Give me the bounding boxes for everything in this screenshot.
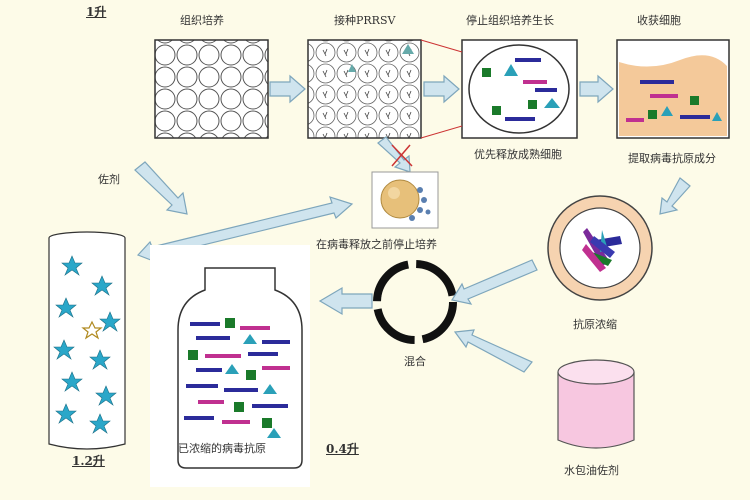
step2-label: 接种PRRSV xyxy=(334,14,396,27)
antigen-square xyxy=(482,68,491,77)
mix-label: 混合 xyxy=(404,355,426,368)
arrow-left-icon xyxy=(318,286,373,316)
concentrated-antigen-label: 已浓缩的病毒抗原 xyxy=(178,442,266,455)
emulsion-adjuvant-label: 水包油佐剂 xyxy=(564,464,619,477)
emulsion-cylinder xyxy=(557,359,635,449)
arrow-left-icon xyxy=(453,329,533,373)
adjuvant-tube xyxy=(48,231,126,450)
step4-label: 收获细胞 xyxy=(637,14,681,27)
adjuvant-star-outline-icon xyxy=(81,320,103,340)
top-volume-label: 1升 xyxy=(86,5,107,19)
step3-label: 停止组织培养生长 xyxy=(466,14,554,27)
step1-label: 组织培养 xyxy=(180,14,224,27)
virus-triangle-icon xyxy=(348,64,356,72)
bottle-volume-label: 0.4升 xyxy=(326,442,359,456)
tissue-culture-panel xyxy=(154,39,269,139)
arrow-right-icon xyxy=(269,74,306,104)
concentrate-label: 抗原浓缩 xyxy=(573,318,617,331)
arrow-right-icon xyxy=(579,74,614,104)
adjuvant-star-icon xyxy=(53,255,121,434)
antigen-square xyxy=(528,100,537,109)
arrow-down-icon xyxy=(659,177,691,215)
arrow-left-icon xyxy=(451,259,538,305)
prrsv-panel xyxy=(307,39,422,139)
adjuvant-label: 佐剂 xyxy=(98,173,120,186)
arrow-right-icon xyxy=(423,74,460,104)
stop-before-release-label: 在病毒释放之前停止培养 xyxy=(316,238,437,251)
step4-note-label: 提取病毒抗原成分 xyxy=(628,152,716,165)
virus-triangle-icon xyxy=(402,44,414,54)
arrow-down-icon xyxy=(377,136,411,173)
cell-icon xyxy=(380,179,420,219)
mixing-ring xyxy=(373,260,457,344)
step3-note-label: 优先释放成熟细胞 xyxy=(474,148,562,161)
antigen-triangle xyxy=(504,64,518,76)
arrow-down-icon xyxy=(134,161,188,215)
antigen-square xyxy=(492,106,501,115)
tube-volume-label: 1.2升 xyxy=(72,454,105,468)
